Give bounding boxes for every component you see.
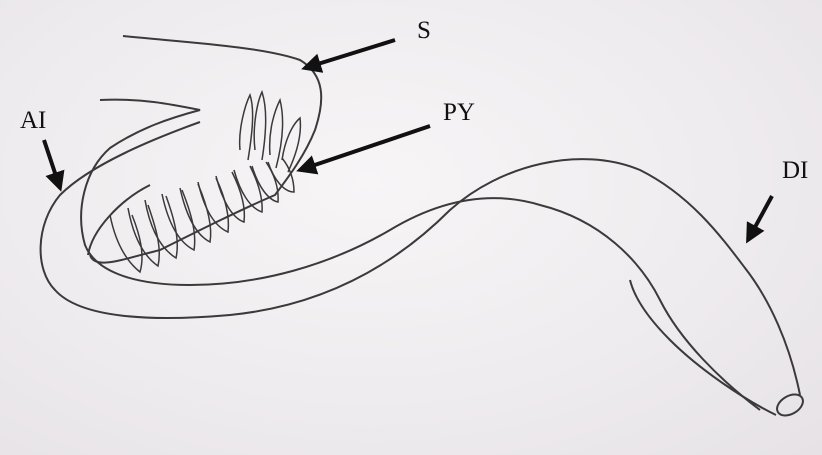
label-anterior-intestine: AI: [20, 108, 46, 133]
arrow-s: [305, 40, 395, 68]
label-distal-intestine: DI: [782, 158, 808, 183]
arrow-ai: [44, 140, 60, 188]
pyloric-caeca: [110, 92, 300, 272]
arrow-py: [300, 126, 430, 170]
anterior-intestine-inner: [81, 100, 760, 410]
gut-outline-outer: [88, 36, 321, 263]
distal-opening: [773, 390, 806, 420]
label-stomach: S: [417, 18, 431, 43]
arrow-di: [748, 196, 772, 240]
distal-end-lower: [630, 280, 776, 415]
label-pyloric-caeca: PY: [443, 100, 475, 125]
